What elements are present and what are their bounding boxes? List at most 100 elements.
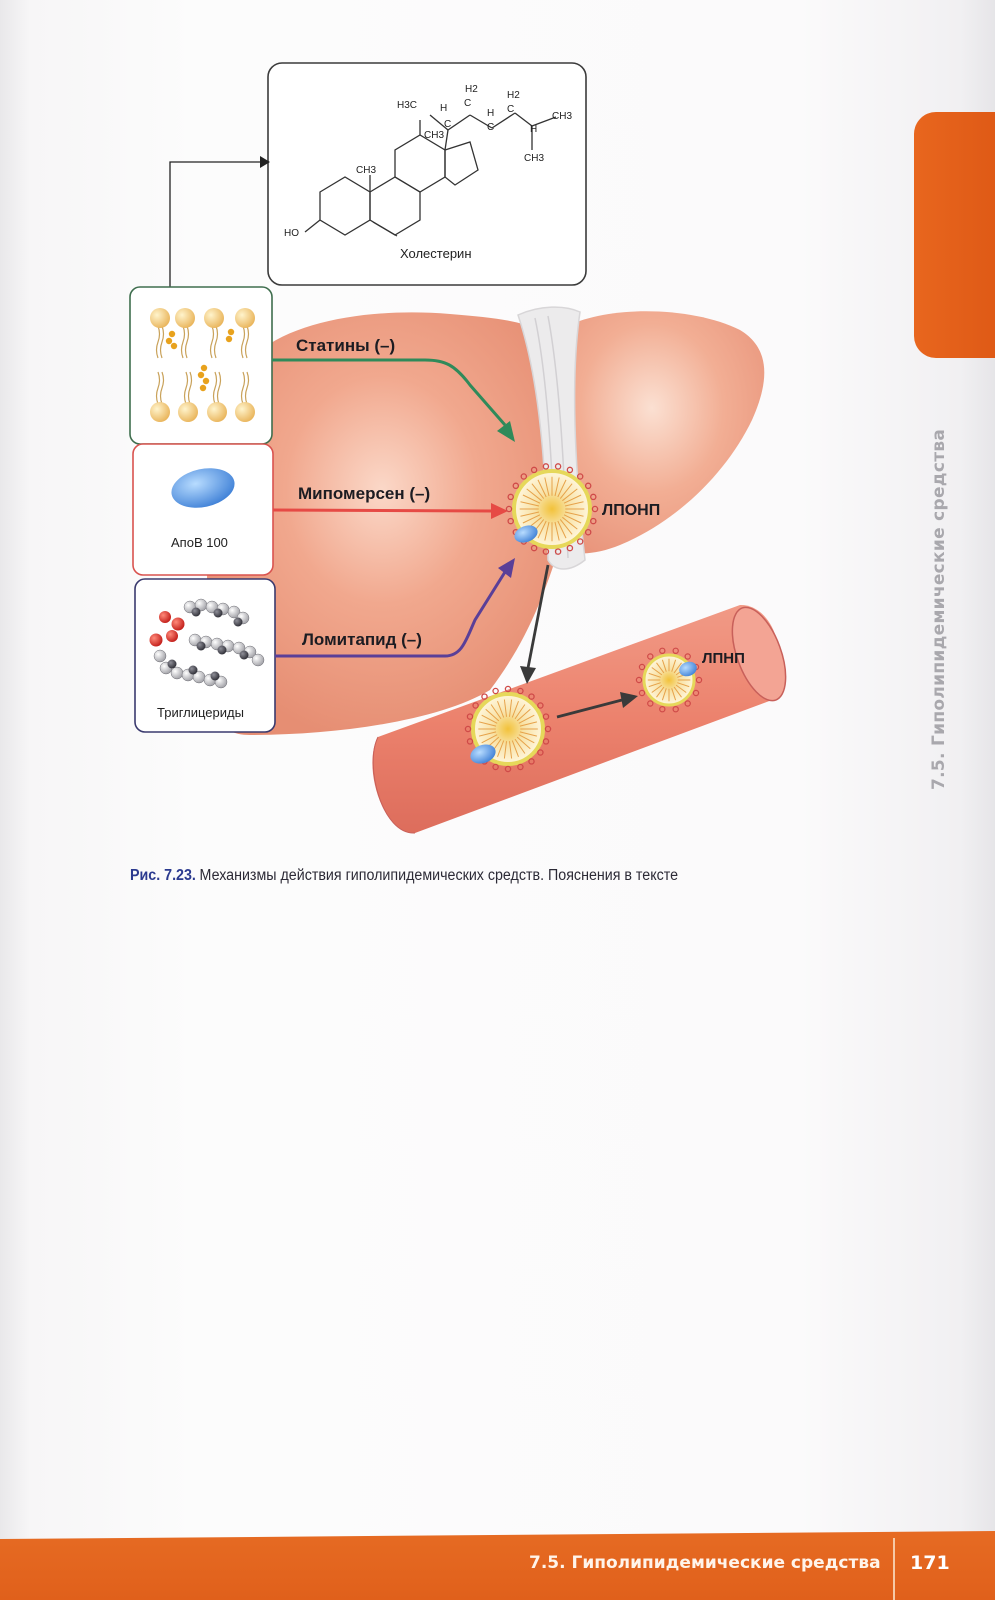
surface-protein-dot (672, 706, 679, 713)
apob-box: АпоВ 100 (132, 443, 274, 576)
surface-protein-dot (528, 758, 535, 765)
lomitapide-arrow: Ломитапид (–) (275, 558, 515, 658)
caption-text: Механизмы действия гиполипидемических ср… (199, 867, 679, 884)
conversion-arrow (556, 692, 638, 719)
phospholipid-tail (485, 708, 500, 722)
phospholipid-tail (544, 477, 550, 497)
phospholipid-tail (564, 501, 584, 507)
surface-protein-dot (530, 544, 538, 552)
cholesterol-connector (169, 156, 270, 320)
phospholipid-tail (537, 479, 547, 498)
surface-protein-dot (492, 763, 499, 771)
phospholipid-tail (562, 516, 578, 530)
chem-ch3-ring2: CH3 (356, 165, 376, 176)
phospholipid-tail (562, 488, 578, 502)
phospholipid-tail (520, 511, 540, 517)
surface-protein-dot (590, 517, 597, 525)
phospholipid-tail (554, 477, 560, 497)
chemical-labels: H3C H H2 C C H C H2 C CH3 CH3 CH3 CH3 H … (284, 84, 572, 239)
phospholipid-tail (522, 494, 541, 504)
figure-caption: Рис. 7.23.Механизмы действия гиполипидем… (130, 867, 829, 885)
phospholipid-tail (509, 699, 513, 717)
surface-protein-dot (464, 725, 472, 733)
surface-protein-dot (528, 693, 535, 700)
surface-protein-dot (504, 765, 512, 773)
surface-protein-dot (492, 687, 499, 695)
phospholipid-tail (671, 659, 677, 672)
phospholipid-tail (478, 721, 497, 727)
phospholipid-tail (497, 740, 505, 757)
surface-protein-dot (517, 687, 524, 695)
footer-band (0, 1531, 995, 1600)
surface-protein-dot (638, 663, 646, 671)
chem-h3c: H3C (397, 100, 417, 111)
chem-h-a: H (440, 103, 447, 114)
phospholipid-tail (554, 521, 560, 541)
footer-running-title: 7.5. Гиполипидемические средства (529, 1553, 881, 1573)
surface-protein-dot (684, 653, 691, 660)
vldl-label: ЛПОНП (602, 502, 660, 519)
surface-protein-dot (576, 473, 584, 480)
surface-protein-dot (507, 493, 514, 501)
lomitapide-label: Ломитапид (–) (302, 630, 422, 649)
surface-protein-dot (566, 544, 574, 552)
surface-protein-dot (554, 548, 562, 555)
chem-h2-a: H2 (465, 84, 478, 95)
surface-protein-dot (542, 713, 550, 720)
phospholipid-tail (490, 704, 502, 720)
phospholipid-tail (648, 672, 661, 678)
surface-protein-dot (659, 706, 666, 713)
surface-protein-dot (672, 647, 679, 655)
surface-protein-dot (504, 685, 512, 693)
surface-protein-dot (576, 538, 584, 545)
surface-protein-dot (684, 700, 691, 707)
cholesterol-molecules (165, 328, 235, 392)
phospholipid-tail (661, 659, 667, 672)
phospholipid-tail (656, 662, 665, 674)
phospholipid-tail (481, 714, 498, 724)
phospholipid-tail (661, 688, 667, 701)
surface-protein-dot (590, 493, 597, 501)
phospholipid-tail (509, 741, 513, 759)
cholesterol-label: Холестерин (400, 246, 472, 261)
phospholipid-tail (526, 488, 542, 502)
phospholipid-tail (673, 662, 682, 674)
surface-protein-dot (542, 463, 550, 470)
phospholipid-tail (544, 521, 550, 541)
ldl-particle: ЛПНП (635, 647, 745, 713)
surface-protein-dot (584, 482, 592, 490)
surface-protein-dot (466, 713, 474, 720)
phospholipid-tail (503, 741, 507, 759)
surface-protein-dot (537, 702, 544, 709)
chem-h2-b: H2 (507, 90, 520, 101)
chem-c-d: C (507, 104, 514, 115)
surface-protein-dot (544, 725, 552, 733)
surface-protein-dot (554, 463, 562, 470)
phospholipid-tail (675, 684, 687, 693)
surface-protein-dot (537, 749, 544, 756)
phospholipid-tail (516, 708, 531, 722)
idl-particle (464, 685, 552, 773)
phospholipid-tail (520, 501, 540, 507)
surface-protein-dot (542, 738, 550, 745)
surface-protein-dot (591, 505, 599, 513)
phospholipid-tail (514, 738, 526, 754)
surface-protein-dot (647, 700, 654, 707)
surface-protein-dot (530, 466, 538, 474)
surface-protein-dot (512, 482, 520, 490)
phospholipid-tail (531, 483, 545, 499)
chem-ho: HO (284, 228, 299, 239)
page-number: 171 (910, 1552, 950, 1574)
phospholipid-tail (518, 734, 535, 744)
chem-h-c: H (530, 124, 537, 135)
phospholipid-tail (519, 721, 538, 727)
lipid-lowering-mechanisms-figure: H3C H H2 C C H C H2 C CH3 CH3 CH3 CH3 H … (129, 62, 787, 834)
phospholipid-tail (563, 494, 582, 504)
phospholipid-tail (651, 684, 663, 693)
chem-ch3-right: CH3 (552, 111, 572, 122)
phospholipid-tail (522, 514, 541, 524)
membrane-box (129, 286, 273, 445)
surface-protein-dot (635, 676, 643, 684)
cholesterol-structure (304, 112, 557, 237)
phospholipid-tail (559, 519, 573, 535)
